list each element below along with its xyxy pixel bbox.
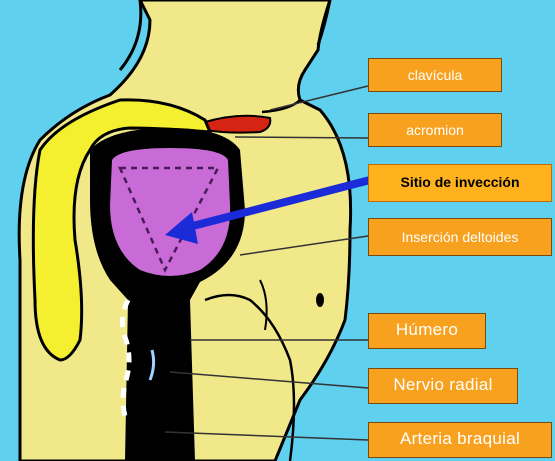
nipple-mark — [316, 293, 324, 307]
label-sitio-inyeccion: Sitio de invección — [368, 164, 552, 202]
label-clavicula: clavícula — [368, 58, 502, 92]
label-nervio-radial: Nervio radial — [368, 368, 518, 404]
label-acromion: acromion — [368, 113, 502, 147]
label-arteria-braquial: Arteria braquial — [368, 422, 552, 458]
label-humero: Húmero — [368, 313, 486, 349]
label-insercion-deltoides: Inserción deltoides — [368, 218, 552, 256]
